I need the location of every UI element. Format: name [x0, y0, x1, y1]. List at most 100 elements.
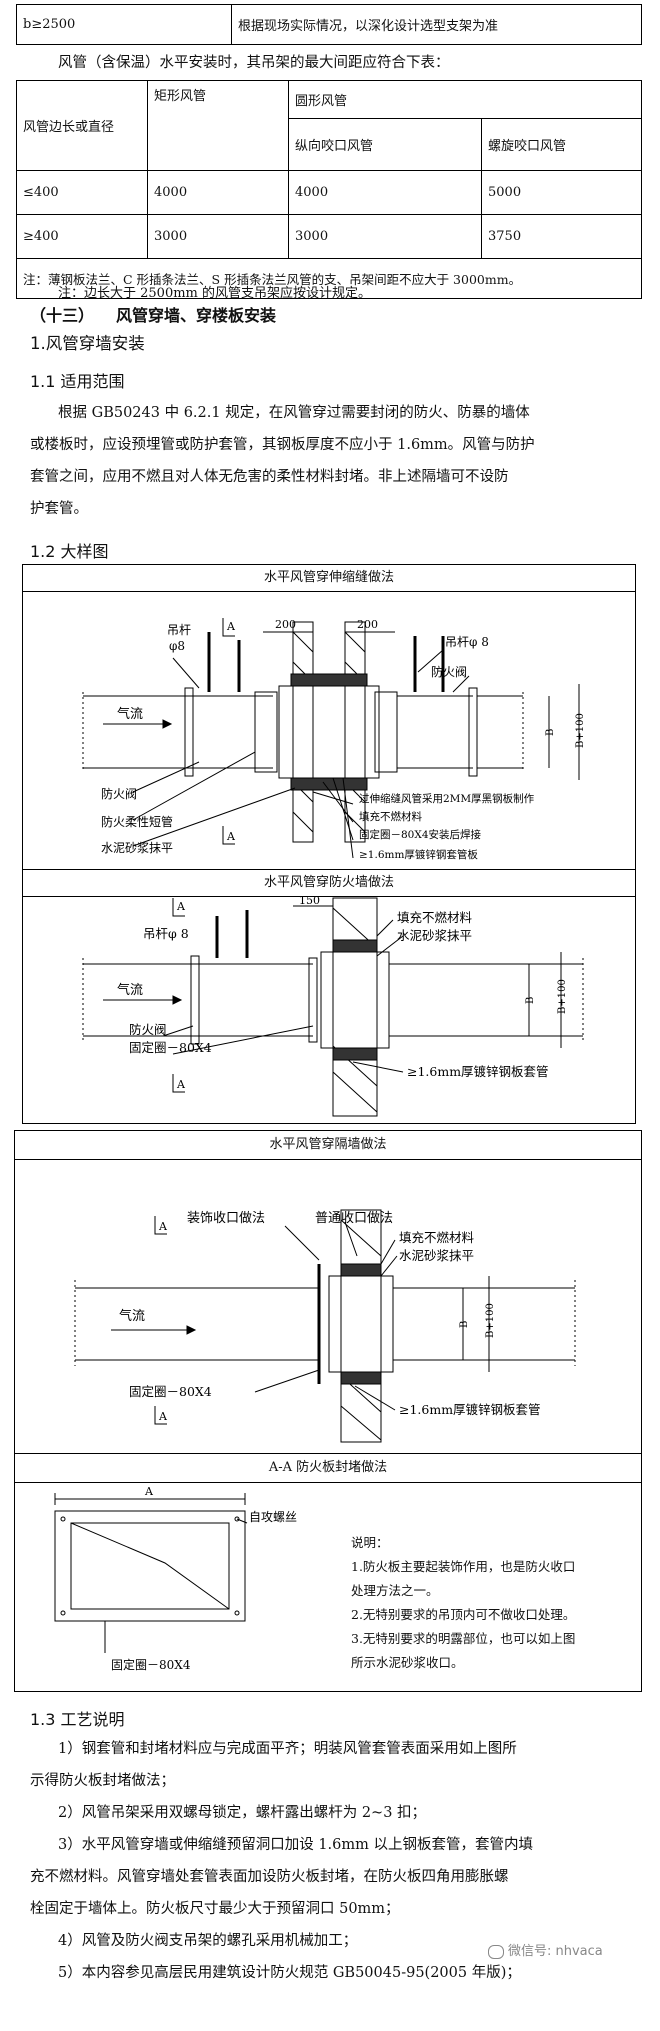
fireboard-seal-diagram: A 自攻螺丝 固定圈－80X4 — [54, 1485, 297, 1672]
process-line-6: 栓固定于墙体上。防火板尺寸最少大于预留洞口 50mm； — [30, 1901, 400, 1917]
section-mark-top: A — [176, 900, 186, 913]
process-line-4: 3）水平风管穿墙或伸缩缝预留洞口加设 1.6mm 以上钢板套管，套管内填 — [58, 1837, 533, 1853]
note-line: 处理方法之一。 — [351, 1583, 439, 1598]
diagram-2-title: 水平风管穿防火墙做法 — [23, 869, 635, 897]
cell-long: 3000 — [287, 214, 483, 259]
sleeve-label: ≥1.6mm厚镀锌钢板套管 — [407, 1064, 549, 1079]
damper-right-label: 防火阀 — [431, 664, 467, 679]
cell-rect: 3000 — [147, 214, 289, 259]
note-ring: 固定圈－80X4安装后焊接 — [359, 828, 482, 841]
note-fill: 填充不燃材料 — [359, 810, 422, 823]
process-line-8: 5）本内容参见高层民用建筑设计防火规范 GB50045-95(2005 年版)； — [58, 1965, 521, 1981]
process-line-5: 充不燃材料。风管穿墙处套管表面加设防火板封堵，在防火板四角用膨胀螺 — [30, 1869, 509, 1885]
dim-a: A — [144, 1485, 154, 1498]
support-selection-table: b≥2500 根据现场实际情况，以深化设计选型支架为准 — [16, 4, 642, 45]
fill-label: 填充不燃材料 — [399, 1230, 475, 1245]
header-longitudinal: 纵向咬口风管 — [287, 118, 483, 171]
scope-line-4: 护套管。 — [30, 501, 88, 517]
note-sleeve: ≥1.6mm厚镀锌钢套管板 — [359, 848, 478, 861]
airflow-label: 气流 — [119, 1308, 145, 1324]
header-rect: 矩形风管 — [147, 80, 289, 171]
diagram-1-title: 水平风管穿伸缩缝做法 — [23, 565, 635, 592]
diagram-3-title: 水平风管穿隔墙做法 — [15, 1131, 641, 1160]
flexible-joint-label: 防火柔性短管 — [101, 814, 173, 829]
hanger-left-phi: φ8 — [169, 639, 185, 653]
expansion-joint-diagram: 吊杆 φ8 200 200 吊杆φ 8 防火阀 气流 防火阀 防火柔性短管 水泥… — [82, 618, 586, 861]
table-row: ≤400 4000 4000 5000 — [16, 170, 642, 215]
scope-line-3: 套管之间，应用不燃且对人体无危害的柔性材料封堵。非上述隔墙可不设防 — [30, 469, 509, 485]
dim-200-right: 200 — [357, 618, 378, 631]
heading-1-1: 1.1 适用范围 — [30, 372, 125, 391]
cell-size: ≥400 — [16, 214, 148, 259]
mortar-label: 水泥砂浆抹平 — [101, 840, 173, 855]
damper-label: 防火阀 — [129, 1022, 167, 1037]
section-heading: （十三） 风管穿墙、穿楼板安装 — [30, 302, 276, 326]
diagram-notes: 说明： 1.防火板主要起装饰作用，也是防火收口 处理方法之一。 2.无特别要求的… — [351, 1531, 575, 1675]
header-round: 圆形风管 — [288, 80, 642, 119]
cell-spiral: 3750 — [481, 214, 642, 259]
process-line-3: 2）风管吊架采用双螺母锁定，螺杆露出螺杆为 2~3 扣； — [58, 1805, 427, 1821]
mortar-label: 水泥砂浆抹平 — [399, 1248, 474, 1263]
section-title: 风管穿墙、穿楼板安装 — [116, 306, 277, 325]
section-mark-bottom: A — [176, 1078, 186, 1091]
notes-title: 说明： — [351, 1535, 389, 1550]
cell-spiral: 5000 — [481, 170, 642, 215]
dim-b100: B+100 — [575, 713, 586, 748]
table-footnote: 注：边长大于 2500mm 的风管支吊架应按设计规定。 — [58, 286, 372, 301]
heading-1-3: 1.3 工艺说明 — [30, 1710, 125, 1729]
detail-drawing-frame-1: 水平风管穿伸缩缝做法 水平风管穿防火墙做法 — [22, 564, 636, 1124]
normal-finish-label: 普通收口做法 — [315, 1211, 393, 1226]
section-number: （十三） — [30, 306, 95, 325]
header-side: 风管边长或直径 — [16, 80, 148, 171]
decorative-finish-label: 装饰收口做法 — [187, 1211, 265, 1226]
dim-b: B — [459, 1321, 470, 1328]
process-line-2: 示得防火板封堵做法； — [30, 1773, 175, 1789]
watermark-text: 微信号: nhvaca — [508, 1944, 603, 1959]
dim-b: B — [525, 997, 536, 1004]
ring-label: 固定圈－80X4 — [129, 1040, 212, 1055]
wechat-icon — [488, 1944, 504, 1959]
heading-1-2: 1.2 大样图 — [30, 542, 109, 561]
ring-label: 固定圈－80X4 — [111, 1657, 191, 1672]
sleeve-label: ≥1.6mm厚镀锌钢板套管 — [399, 1402, 541, 1417]
diagram-4-title: A-A 防火板封堵做法 — [15, 1453, 641, 1483]
detail-drawing-frame-2: 水平风管穿隔墙做法 A-A 防火板封堵做法 — [14, 1130, 642, 1692]
partition-wall-diagram: 装饰收口做法 普通收口做法 填充不燃材料 水泥砂浆抹平 气流 固定圈－80X4 … — [74, 1209, 576, 1443]
cell-rect: 4000 — [147, 170, 289, 215]
section-mark-bottom: A — [226, 830, 236, 843]
watermark: 微信号: nhvaca — [488, 1940, 603, 1959]
firewall-diagram: 150 吊杆φ 8 气流 防火阀 固定圈－80X4 填充不燃材料 水泥砂浆抹平 … — [82, 896, 584, 1117]
screw-label: 自攻螺丝 — [249, 1510, 297, 1524]
table-row: ≥400 3000 3000 3750 — [16, 214, 642, 259]
dim-b: B — [545, 729, 556, 736]
cell-size: ≤400 — [16, 170, 148, 215]
airflow-label: 气流 — [117, 706, 143, 722]
cell-long: 4000 — [287, 170, 483, 215]
note-line: 2.无特别要求的吊顶内可不做收口处理。 — [351, 1607, 576, 1622]
scope-line-2: 或楼板时，应设预埋管或防护套管，其钢板厚度不应小于 1.6mm。风管与防护 — [30, 437, 535, 453]
ring-label: 固定圈－80X4 — [129, 1384, 212, 1399]
note-black-steel: 过伸缩缝风管采用2MM厚黑钢板制作 — [359, 792, 535, 805]
note-line: 3.无特别要求的明露部位，也可以如上图 — [351, 1631, 576, 1646]
mortar-label: 水泥砂浆抹平 — [397, 928, 472, 943]
spacing-intro: 风管（含保温）水平安装时，其吊架的最大间距应符合下表： — [58, 55, 450, 71]
damper-left-label: 防火阀 — [101, 786, 137, 801]
header-spiral: 螺旋咬口风管 — [481, 118, 642, 171]
table-note: 注：薄钢板法兰、C 形插条法兰、S 形插条法兰风管的支、吊架间距不应大于 300… — [16, 258, 642, 299]
size-cell: b≥2500 — [16, 4, 232, 45]
hanger-spacing-table: 风管边长或直径 矩形风管 圆形风管 纵向咬口风管 螺旋咬口风管 ≤400 400… — [16, 80, 642, 299]
scope-line-1: 根据 GB50243 中 6.2.1 规定，在风管穿过需要封闭的防火、防暴的墙体 — [58, 405, 530, 421]
section-mark-top: A — [158, 1220, 168, 1233]
fill-label: 填充不燃材料 — [397, 910, 473, 925]
note-line: 1.防火板主要起装饰作用，也是防火收口 — [351, 1559, 576, 1574]
section-mark-top: A — [226, 620, 236, 633]
note-line: 所示水泥砂浆收口。 — [351, 1655, 464, 1670]
dim-b100: B+100 — [557, 979, 568, 1014]
hanger-right-label: 吊杆φ 8 — [445, 635, 489, 649]
process-line-1: 1）钢套管和封堵材料应与完成面平齐；明装风管套管表面采用如上图所 — [58, 1741, 517, 1757]
dim-b100: B+100 — [485, 1303, 496, 1338]
dim-200-left: 200 — [275, 618, 296, 631]
section-mark-bottom: A — [158, 1410, 168, 1423]
hanger-left-label: 吊杆 — [167, 623, 191, 637]
hanger-label: 吊杆φ 8 — [143, 926, 189, 941]
